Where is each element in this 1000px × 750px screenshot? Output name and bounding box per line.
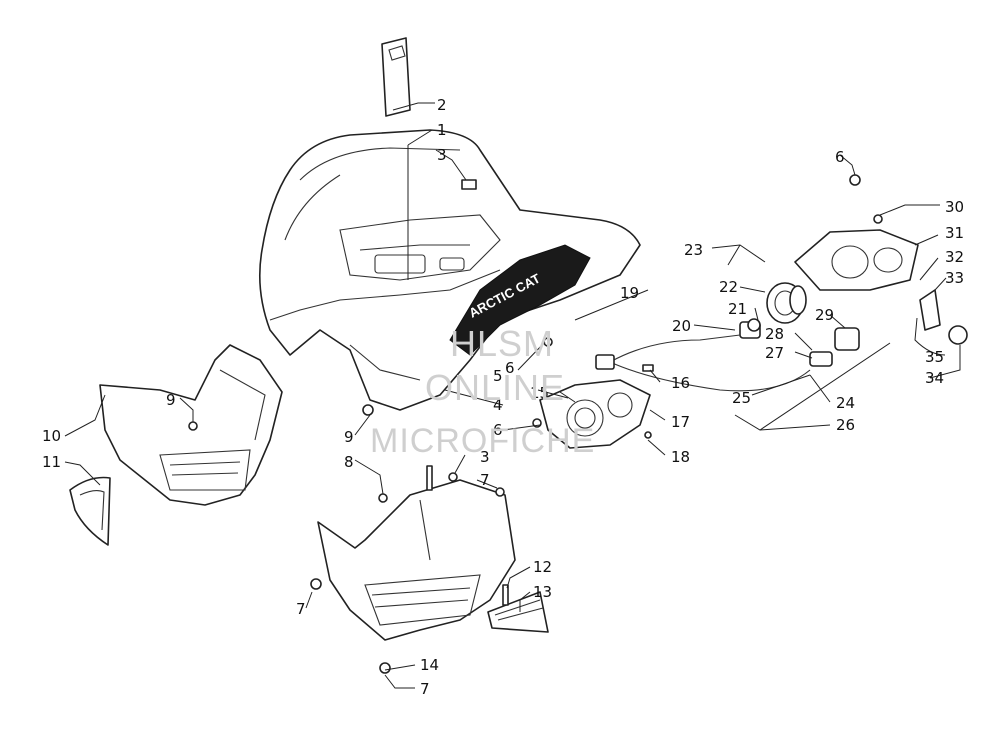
part-35-grommet	[948, 325, 968, 345]
callout-13: 13	[533, 583, 552, 601]
watermark: HLSM ONLINE MICROFICHE	[370, 323, 595, 460]
part-6-nut-top	[849, 174, 861, 186]
callout-31: 31	[945, 224, 964, 242]
callout-34: 34	[925, 369, 944, 387]
callout-28: 28	[765, 325, 784, 343]
part-18-screw	[644, 431, 652, 439]
part-25-wire	[609, 361, 811, 392]
part-9-screw	[362, 404, 374, 416]
part-3-clip	[461, 179, 477, 190]
callout-4: 4	[493, 396, 503, 414]
callout-15: 15	[530, 384, 549, 402]
callout-33: 33	[945, 269, 964, 287]
part-bolt	[426, 465, 433, 491]
part-8-screw	[378, 493, 388, 503]
part-right-footwell	[317, 479, 516, 641]
part-21-bulb	[747, 318, 761, 332]
callout-25: 25	[732, 389, 751, 407]
callout-10: 10	[42, 427, 61, 445]
callout-9: 9	[344, 428, 354, 446]
part-7-screw-2	[310, 578, 322, 590]
callout-30: 30	[945, 198, 964, 216]
callout-6b: 6	[505, 359, 515, 377]
callout-11: 11	[42, 453, 61, 471]
callout-2: 2	[437, 96, 447, 114]
callout-8: 8	[344, 453, 354, 471]
callout-27: 27	[765, 344, 784, 362]
callout-6c: 6	[493, 421, 503, 439]
part-6-screw	[543, 337, 553, 347]
callout-21: 21	[728, 300, 747, 318]
callout-5: 5	[493, 367, 503, 385]
part-32-bracket	[919, 289, 941, 331]
part-2-label-tag	[381, 37, 411, 117]
part-30-nut	[873, 214, 883, 224]
callout-7b: 7	[296, 600, 306, 618]
part-16-clip	[642, 364, 654, 372]
callouts: 2 1 3 6 30 31 23 32 33 22 19 21 29 20 28…	[42, 96, 964, 698]
part-27-28-socket	[809, 351, 833, 367]
part-22-lamp	[766, 282, 807, 324]
callout-32: 32	[945, 248, 964, 266]
callout-3: 3	[437, 146, 447, 164]
part-3-screw	[448, 472, 458, 482]
watermark-line-2: ONLINE	[425, 367, 565, 408]
watermark-line-1: HLSM	[450, 323, 554, 364]
callout-18: 18	[671, 448, 690, 466]
part-9-screw-2	[188, 421, 198, 431]
callout-17: 17	[671, 413, 690, 431]
callout-19: 19	[620, 284, 639, 302]
callout-1: 1	[437, 121, 447, 139]
connector	[595, 354, 615, 370]
callout-16: 16	[671, 374, 690, 392]
watermark-line-3: MICROFICHE	[370, 422, 595, 460]
callout-29: 29	[815, 306, 834, 324]
part-12-bolt	[502, 584, 509, 606]
part-7-screw-3	[379, 662, 391, 674]
callout-24: 24	[836, 394, 855, 412]
part-29-housing	[834, 327, 860, 351]
callout-12: 12	[533, 558, 552, 576]
callout-14: 14	[420, 656, 439, 674]
callout-23: 23	[684, 241, 703, 259]
callout-20: 20	[672, 317, 691, 335]
callout-3b: 3	[480, 448, 490, 466]
callout-35: 35	[925, 348, 944, 366]
callout-7: 7	[480, 471, 490, 489]
part-7-screw	[495, 487, 505, 497]
leader-lines	[64, 102, 961, 689]
part-31-light-housing	[794, 229, 919, 291]
callout-6: 6	[835, 148, 845, 166]
part-19-wire	[609, 334, 741, 363]
callout-9b: 9	[166, 391, 176, 409]
part-11-shield	[69, 476, 111, 546]
callout-26: 26	[836, 416, 855, 434]
callout-22: 22	[719, 278, 738, 296]
callout-7c: 7	[420, 680, 430, 698]
